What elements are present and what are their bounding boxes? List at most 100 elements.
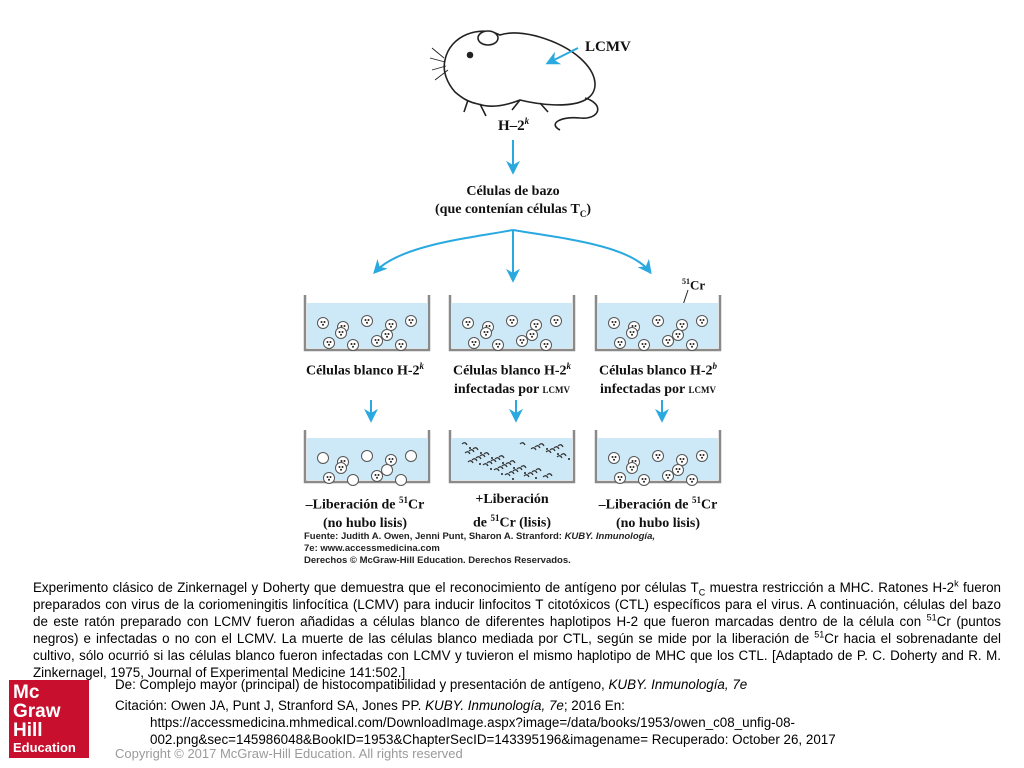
figure-source-note: Fuente: Judith A. Owen, Jenni Punt, Shar… (304, 531, 655, 566)
released-cr51-dot (546, 448, 548, 450)
lysed-cell-fragment (472, 447, 479, 451)
lysed-cell-fragment (538, 443, 545, 447)
diagram-svg (303, 30, 722, 486)
lysed-cell-fragment (556, 455, 563, 459)
target-cell (462, 317, 474, 329)
released-cr51-dot (501, 473, 503, 475)
lysed-cell-fragment (504, 473, 511, 477)
lysed-cell-fragment (546, 473, 553, 477)
target-cell (626, 327, 638, 339)
lysed-cell-fragment (486, 461, 493, 465)
lysed-cell-fragment (493, 468, 500, 472)
beakers-group (303, 295, 722, 486)
lysed-cell-fragment (560, 453, 567, 457)
target-label-3: Células blanco H-2b infectadas por LCMV (598, 361, 718, 397)
citation-line: Citación: Owen JA, Punt J, Stranford SA,… (115, 698, 625, 713)
lysed-cell-fragment (545, 450, 552, 454)
result-beaker-1 (303, 430, 431, 486)
result-beaker-2 (448, 430, 576, 484)
citation-url-line-2[interactable]: 002.png&sec=145986048&BookID=1953&Chapte… (150, 732, 836, 747)
lysed-cell-fragment (464, 451, 471, 455)
target-cell (608, 317, 620, 329)
released-cr51-dot (480, 452, 482, 454)
lysed-cell-fragment (508, 471, 515, 475)
released-cr51-dot (469, 447, 471, 449)
lysed-cell-fragment (497, 466, 504, 470)
copyright-notice: Copyright © 2017 McGraw-Hill Education. … (115, 746, 463, 761)
lysed-cell-fragment (490, 459, 497, 463)
citation-url-line-1[interactable]: https://accessmedicina.mhmedical.com/Dow… (150, 715, 795, 730)
released-cr51-dot (512, 478, 514, 480)
lysed-cell-fragment (557, 444, 564, 448)
released-cr51-dot (490, 468, 492, 470)
released-cr51-dot (479, 463, 481, 465)
released-cr51-dot (568, 458, 570, 460)
target-cell (323, 337, 335, 349)
cr51-label: 51Cr (682, 277, 706, 293)
result-cell (696, 450, 708, 462)
lysed-cell-fragment (516, 467, 523, 471)
target-cell (672, 329, 684, 341)
result-cell (395, 474, 407, 486)
lysed-cell-fragment (505, 462, 512, 466)
target-cell (550, 315, 562, 327)
target-cell (335, 327, 347, 339)
target-label-2: Células blanco H-2k infectadas por LCMV (452, 361, 572, 397)
lysed-cell-fragment (483, 452, 490, 456)
mid-arrows (364, 400, 669, 423)
target-cell (516, 335, 528, 347)
lysed-cell-fragment (482, 463, 489, 467)
lysed-cell-fragment (531, 470, 538, 474)
lysed-cell-fragment (549, 448, 556, 452)
target-beaker-3 (594, 295, 722, 352)
result-cell (335, 462, 347, 474)
target-cell (395, 339, 407, 351)
released-cr51-dot (513, 467, 515, 469)
released-cr51-dot (535, 477, 537, 479)
citation-block: De: Complejo mayor (principal) de histoc… (115, 676, 1015, 748)
result-label-3: –Liberación de 51Cr (no hubo lisis) (598, 495, 718, 531)
target-cell (405, 315, 417, 327)
released-cr51-dot (491, 457, 493, 459)
result-beaker-3 (594, 430, 722, 486)
diagram-figure: LCMV H–2k Células de bazo (que contenían… (303, 30, 722, 566)
target-cell (385, 319, 397, 331)
result-cell (371, 470, 383, 482)
target-beaker-1 (303, 295, 431, 352)
result-cell (405, 450, 417, 462)
lysed-cell-fragment (494, 457, 501, 461)
target-cell (686, 339, 698, 351)
branch-left-arrow (373, 229, 514, 275)
lysed-cell-fragment (475, 456, 482, 460)
result-label-2: +Liberación de 51Cr (lisis) (473, 492, 551, 531)
target-cell (371, 335, 383, 347)
result-cell (672, 464, 684, 476)
result-cell (652, 450, 664, 462)
target-cell (347, 339, 359, 351)
target-cell (361, 315, 373, 327)
target-cell (530, 319, 542, 331)
released-cr51-dot (502, 462, 504, 464)
mouse-illustration (429, 30, 599, 131)
result-cell (317, 452, 329, 464)
target-cell (492, 339, 504, 351)
result-label-1: –Liberación de 51Cr (no hubo lisis) (305, 495, 425, 531)
result-cell (361, 450, 373, 462)
target-cell (480, 327, 492, 339)
result-cell (323, 472, 335, 484)
figure-caption: Experimento clásico de Zinkernagel y Doh… (33, 578, 1002, 680)
result-cell (626, 462, 638, 474)
lysed-cell-fragment (461, 442, 468, 446)
target-cell (662, 335, 674, 347)
released-cr51-dot (557, 453, 559, 455)
lysed-cell-fragment (542, 475, 549, 479)
lcmv-arrow (545, 47, 579, 65)
result-cell (662, 470, 674, 482)
lysed-cell-fragment (530, 447, 537, 451)
target-label-1: Células blanco H-2k (305, 361, 425, 379)
lysed-cell-fragment (523, 474, 530, 478)
result-cell (385, 454, 397, 466)
result-cell (614, 472, 626, 484)
lysed-cell-fragment (519, 442, 526, 446)
target-cell (317, 317, 329, 329)
